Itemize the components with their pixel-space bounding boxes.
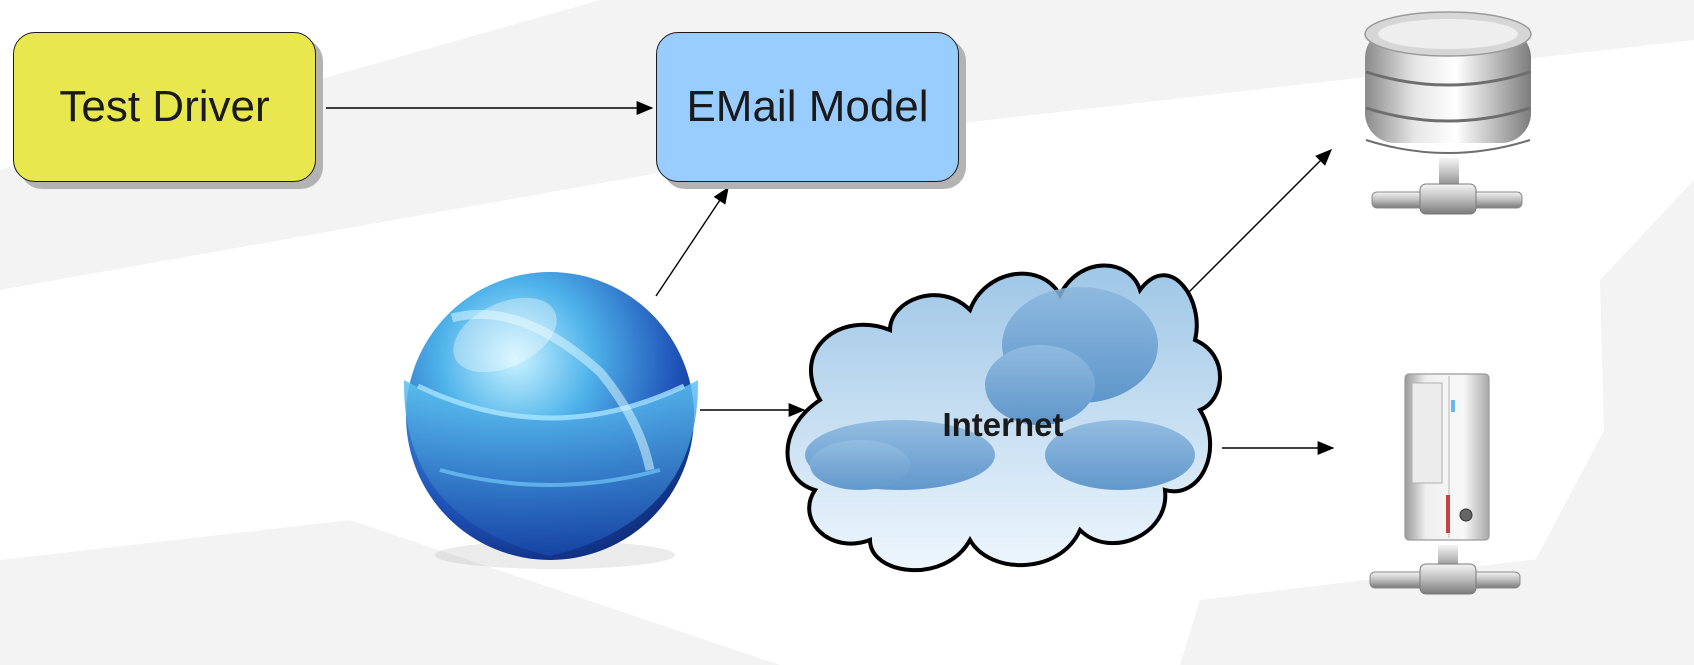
internet-cloud: Internet — [785, 263, 1222, 573]
email-model-node: EMail Model — [656, 32, 959, 182]
edge-internet-to-database — [1184, 149, 1332, 297]
globe-icon — [403, 272, 699, 569]
email-model-label: EMail Model — [686, 82, 929, 131]
edge-globe-to-model — [655, 186, 729, 297]
test-driver-node: Test Driver — [13, 32, 316, 182]
internet-label: Internet — [942, 406, 1063, 443]
test-driver-label: Test Driver — [59, 82, 270, 131]
edges — [326, 101, 1335, 455]
database-server-icon — [1364, 11, 1532, 215]
tower-server-icon — [1369, 373, 1521, 595]
